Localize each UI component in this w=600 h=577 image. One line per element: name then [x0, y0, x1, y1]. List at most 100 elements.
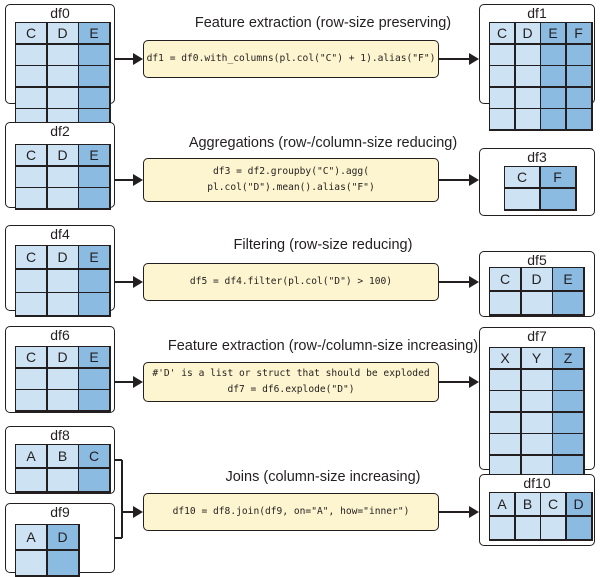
code-line: df10 = df8.join(df9, on="A", how="inner"…: [172, 506, 410, 517]
table-cell: [521, 369, 552, 390]
column-header: E: [79, 246, 109, 268]
table-cell: [79, 269, 109, 292]
column-header: B: [515, 493, 540, 515]
table-cell: [490, 434, 520, 454]
table-cell: [541, 44, 565, 65]
table-cell: [16, 87, 46, 108]
column-header: C: [490, 268, 520, 290]
table-cell: [47, 550, 78, 575]
table-cell: [553, 434, 583, 454]
table-cell: [521, 455, 552, 476]
table-cell: [515, 87, 540, 108]
table-cell: [566, 66, 591, 86]
table-cell: [521, 391, 552, 411]
column-header: D: [47, 525, 78, 549]
code-line: df1 = df0.with_columns(pl.col("C") + 1).…: [146, 53, 436, 64]
arrow-head: [469, 174, 479, 186]
table-cell: [16, 368, 46, 389]
column-header: F: [566, 23, 591, 43]
column-header: C: [541, 493, 565, 515]
column-header: D: [515, 23, 540, 43]
table-cell: [515, 109, 540, 129]
column-header: Y: [521, 348, 552, 368]
dataframe-name: df3: [527, 149, 547, 165]
table-cell: [505, 188, 539, 209]
table-cell: [521, 412, 552, 433]
dataframe-name: df0: [50, 5, 70, 21]
table-cell: [541, 516, 565, 539]
table-cell: [515, 66, 540, 86]
code-box: df3 = df2.groupby("C").agg(pl.col("D").m…: [143, 158, 439, 202]
table-cell: [490, 412, 520, 433]
table-cell: [47, 468, 78, 491]
table-cell: [79, 390, 109, 410]
table-cell: [79, 66, 109, 86]
table-cell: [79, 188, 109, 208]
table-cell: [490, 44, 514, 65]
table-cell: [540, 188, 575, 209]
dataframe-name: df7: [527, 328, 547, 344]
column-header: A: [490, 493, 514, 515]
dataframe-name: df6: [50, 327, 70, 343]
table-cell: [553, 412, 583, 433]
table-cell: [16, 293, 46, 315]
dataframe-name: df10: [523, 475, 551, 491]
table-cell: [79, 368, 109, 389]
code-line: pl.col("D").mean().alias("F"): [207, 182, 375, 193]
code-line: df7 = df6.explode("D"): [227, 384, 355, 395]
column-header: D: [566, 493, 591, 515]
table-cell: [553, 455, 583, 476]
table-cell: [47, 66, 78, 86]
table-cell: [541, 109, 565, 129]
column-header: B: [47, 445, 78, 467]
column-header: E: [79, 23, 109, 43]
table-cell: [47, 269, 78, 292]
column-header: A: [16, 445, 46, 467]
table-cell: [490, 66, 514, 86]
table-cell: [566, 516, 591, 539]
column-header: F: [540, 167, 575, 187]
table-cell: [16, 66, 46, 86]
table-cell: [490, 291, 520, 314]
arrow-head: [469, 53, 479, 65]
table-cell: [47, 166, 78, 187]
dataframe-name: df2: [50, 123, 70, 139]
column-header: X: [490, 348, 520, 368]
table-cell: [16, 390, 46, 410]
arrow-head: [133, 174, 143, 186]
column-header: E: [553, 268, 583, 290]
code-box: df1 = df0.with_columns(pl.col("C") + 1).…: [143, 40, 439, 78]
table-cell: [79, 44, 109, 65]
table-cell: [541, 66, 565, 86]
table-cell: [47, 368, 78, 389]
table-cell: [47, 188, 78, 208]
table-cell: [490, 109, 514, 129]
table-cell: [515, 516, 540, 539]
table-cell: [490, 455, 520, 476]
table-cell: [79, 293, 109, 315]
table-cell: [515, 44, 540, 65]
table-cell: [79, 468, 109, 491]
arrow-head: [133, 506, 143, 518]
code-line: df5 = df4.filter(pl.col("D") > 100): [189, 276, 393, 287]
column-header: E: [541, 23, 565, 43]
table-cell: [16, 166, 46, 187]
column-header: D: [47, 23, 78, 43]
table-cell: [79, 87, 109, 108]
